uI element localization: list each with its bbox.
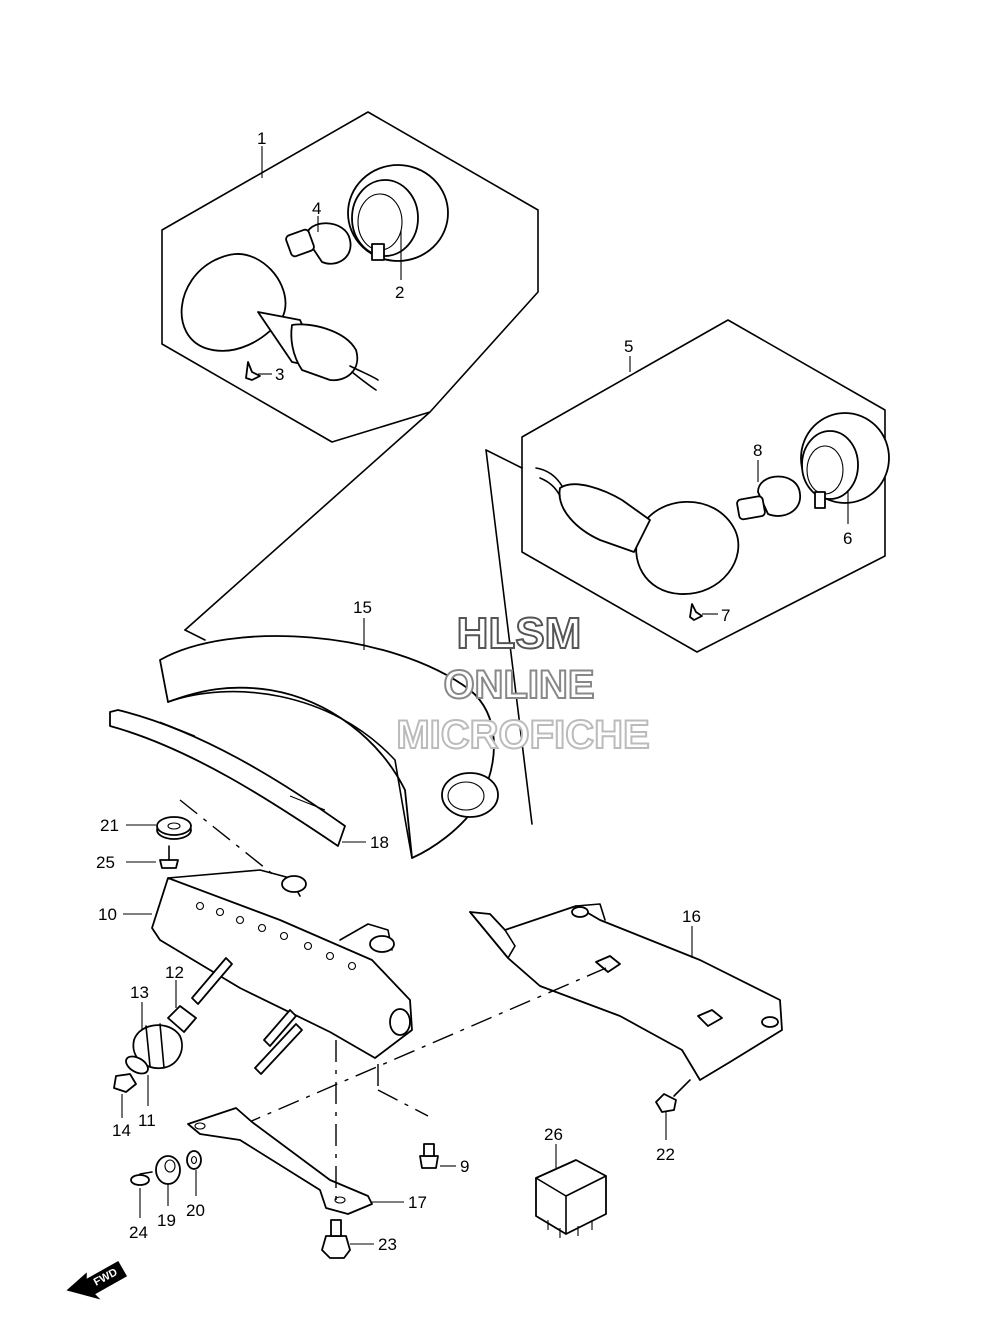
- callout-13: 13: [130, 983, 149, 1002]
- callout-2: 2: [395, 283, 404, 302]
- grommet-21: 21: [100, 816, 192, 840]
- screw-24: 24: [129, 1171, 153, 1242]
- turn-signal-right-assembly: 5 6 7 8: [521, 319, 890, 653]
- connector-line-left: [184, 411, 431, 631]
- callout-10: 10: [98, 905, 117, 924]
- callout-22: 22: [656, 1145, 675, 1164]
- watermark-line-3: MICROFICHE: [396, 713, 649, 757]
- callout-18: 18: [370, 833, 389, 852]
- callout-7: 7: [721, 606, 730, 625]
- callout-20: 20: [186, 1201, 205, 1220]
- watermark-line-1: HLSM: [457, 609, 582, 658]
- callout-23: 23: [378, 1235, 397, 1254]
- assembly-outline-left: [161, 111, 539, 443]
- callout-24: 24: [129, 1223, 148, 1242]
- callout-4: 4: [312, 199, 321, 218]
- callout-1: 1: [257, 129, 266, 148]
- turn-signal-left-assembly: 1 2 3 4: [161, 111, 539, 443]
- bolt-9: 9: [419, 1143, 469, 1176]
- callout-26: 26: [544, 1125, 563, 1144]
- reflector-strip-18: 18: [109, 709, 389, 852]
- washer-11: 11: [125, 1055, 156, 1130]
- screw-7: [689, 603, 703, 621]
- bulb-4: [285, 222, 352, 265]
- damper-13: 13: [130, 983, 183, 1070]
- turn-signal-right-wire: [535, 467, 563, 497]
- watermark: HLSM ONLINE MICROFICHE: [395, 608, 650, 758]
- screw-3: [245, 361, 261, 381]
- grommet-19: 19: [155, 1155, 181, 1230]
- plate-17: 17: [187, 1107, 427, 1215]
- callout-12: 12: [165, 963, 184, 982]
- connector-line-right: [485, 449, 533, 825]
- bulb-8: [736, 475, 801, 521]
- callout-8: 8: [753, 441, 762, 460]
- callout-5: 5: [624, 337, 633, 356]
- turn-signal-left-base: [290, 323, 359, 382]
- turn-signal-left-lens: [180, 253, 287, 352]
- socket-housing-2: [347, 164, 449, 262]
- spacer-12: 12: [165, 963, 197, 1033]
- callout-3: 3: [275, 365, 284, 384]
- callout-14: 14: [112, 1121, 131, 1140]
- nut-14: 14: [112, 1073, 137, 1140]
- screw-25: 25: [96, 845, 179, 872]
- assembly-outline-right: [521, 319, 886, 653]
- callout-16: 16: [682, 907, 701, 926]
- clip-22: 22: [655, 1079, 691, 1164]
- callout-11: 11: [138, 1111, 156, 1130]
- callout-9: 9: [460, 1157, 469, 1176]
- callout-25: 25: [96, 853, 115, 872]
- threaded-stud: [191, 957, 303, 1075]
- turn-signal-right-base: [558, 483, 651, 553]
- callout-21: 21: [100, 816, 119, 835]
- arrow-forward-icon: FWD: [66, 1260, 128, 1300]
- callout-17: 17: [408, 1193, 427, 1212]
- callout-19: 19: [157, 1211, 176, 1230]
- callout-6: 6: [843, 529, 852, 548]
- turn-signal-left-wire: [349, 365, 379, 391]
- socket-housing-6: [800, 412, 890, 509]
- rear-fender-cover-15: 15: [159, 598, 499, 859]
- callout-15: 15: [353, 598, 372, 617]
- relay-26: 26: [535, 1125, 607, 1238]
- bolt-23: 23: [321, 1219, 397, 1259]
- bracket-16: 16: [469, 903, 783, 1081]
- washer-20: 20: [186, 1150, 205, 1220]
- watermark-line-2: ONLINE: [443, 663, 594, 707]
- turn-signal-right-lens: [635, 500, 740, 595]
